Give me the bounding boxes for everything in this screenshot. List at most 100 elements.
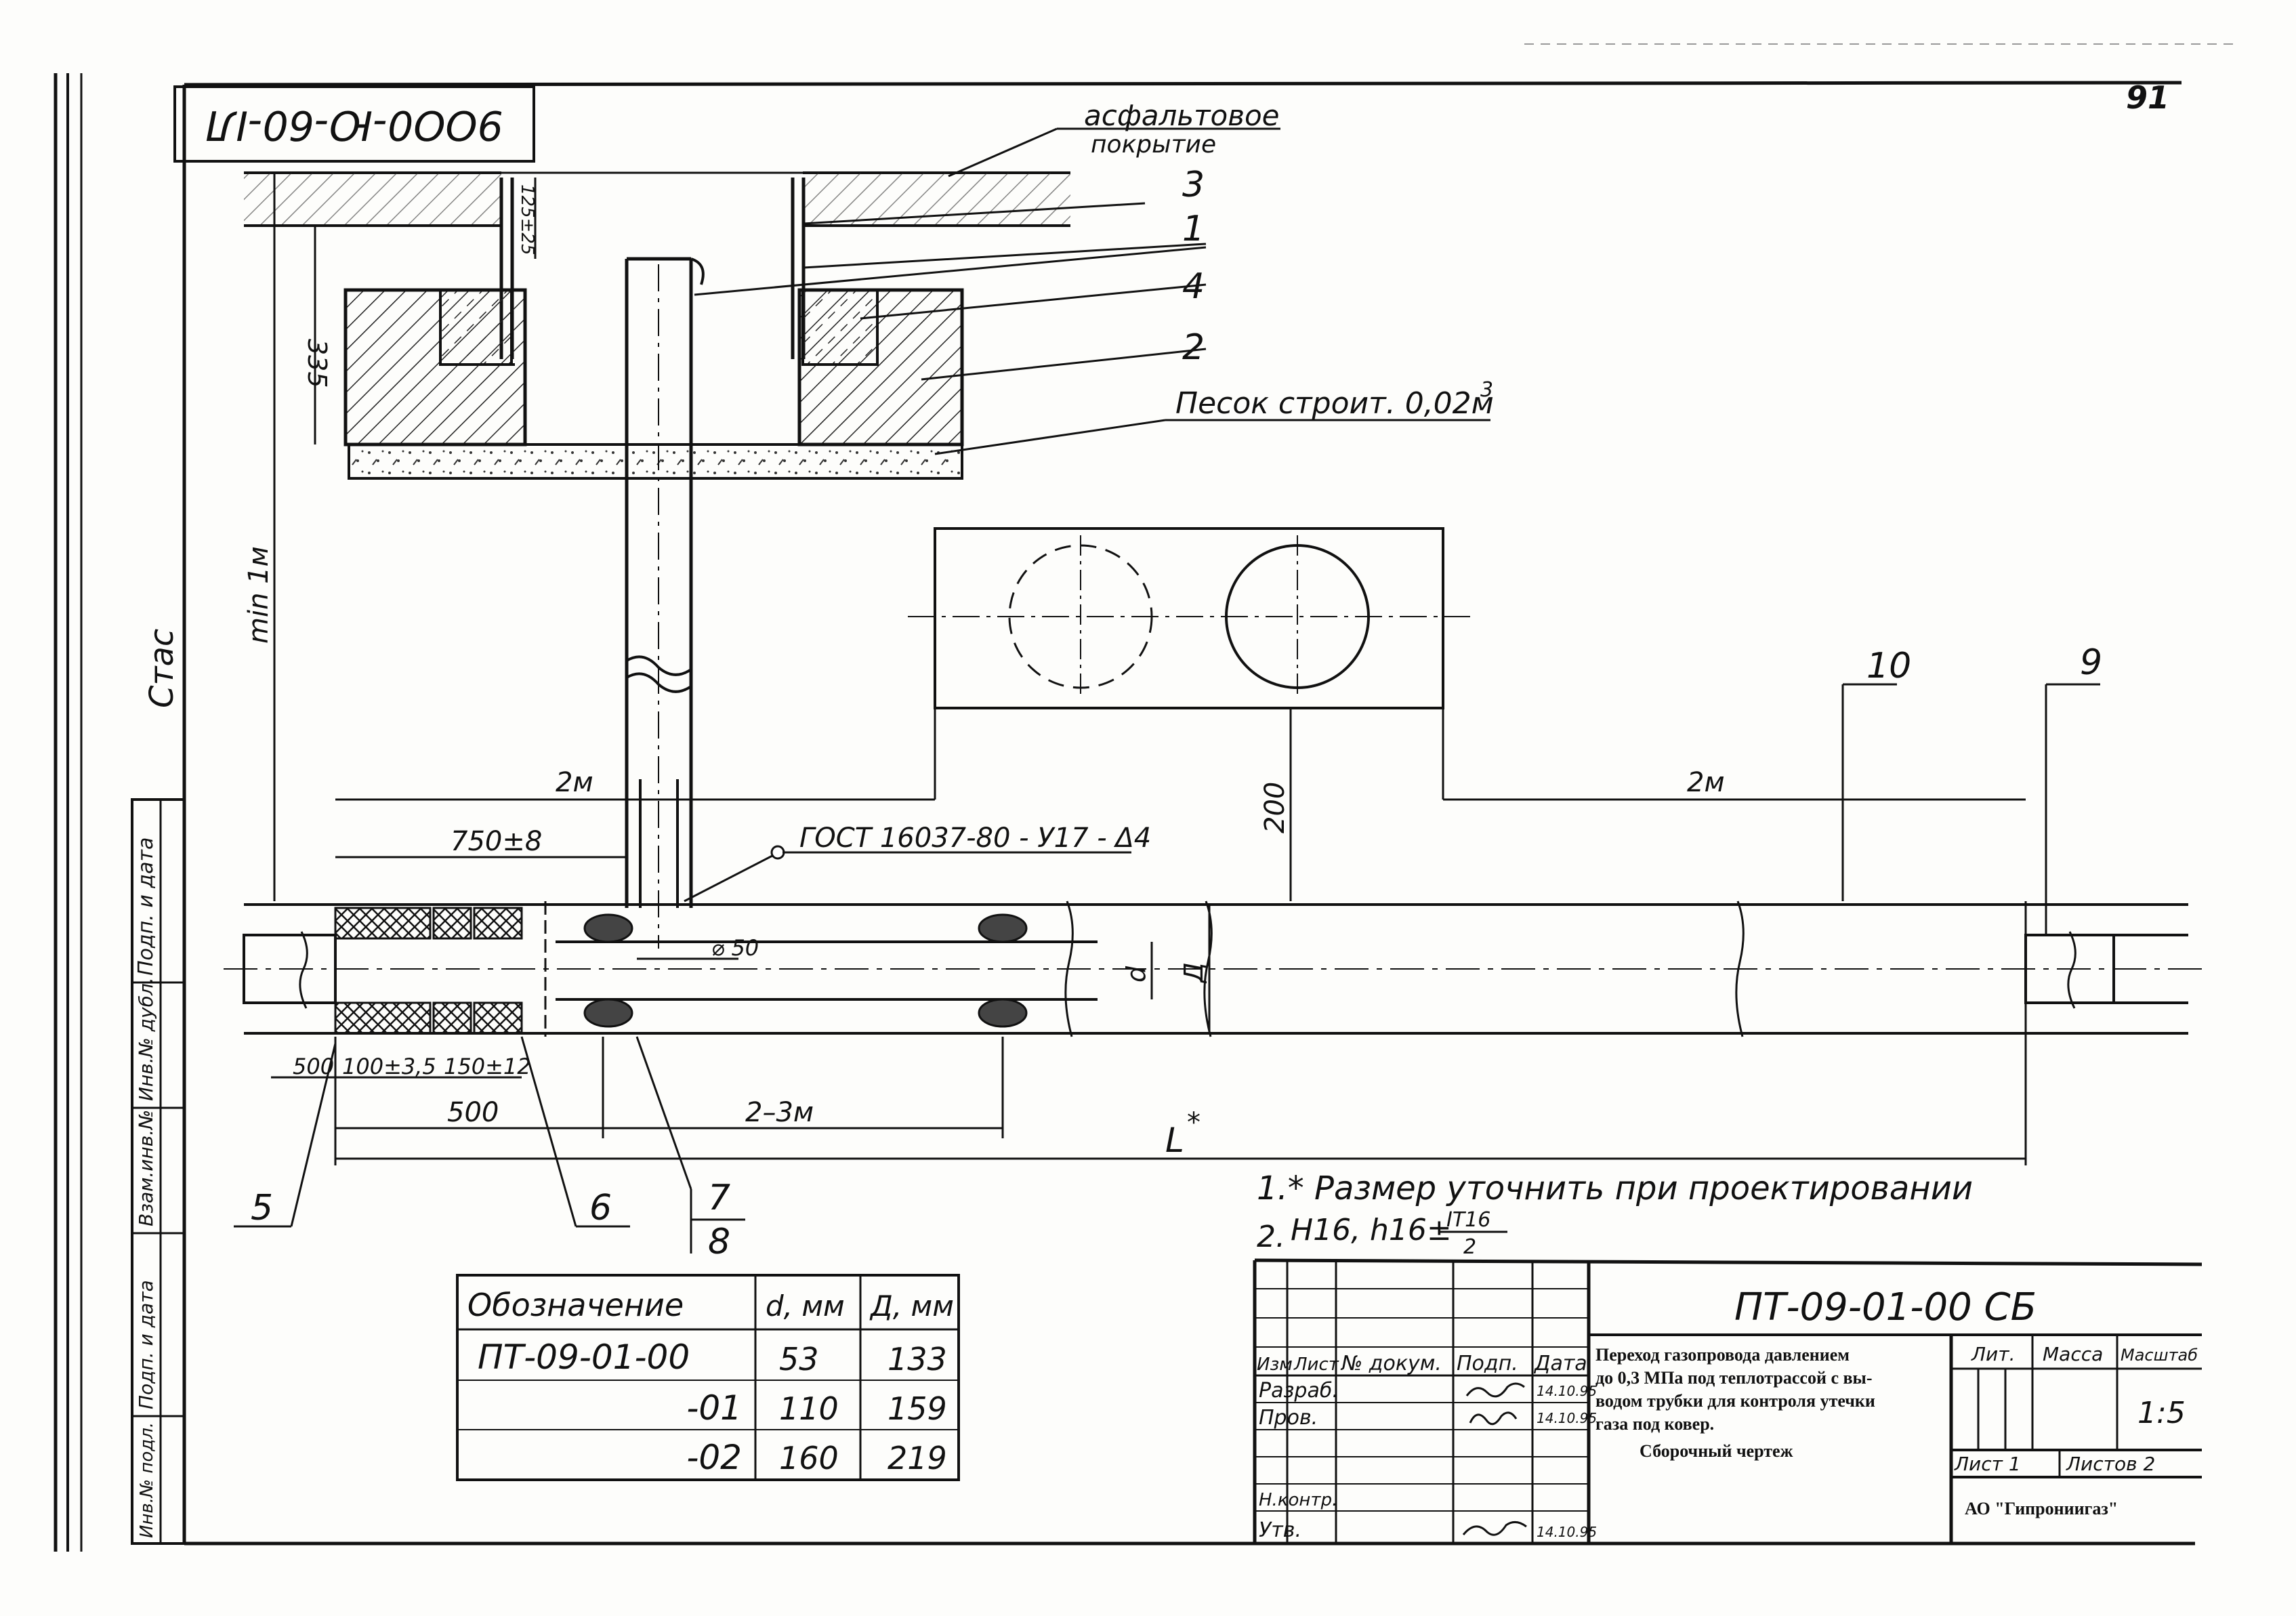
dim-2-3m: 2–3м bbox=[745, 1097, 814, 1128]
binding-label-5: Инв.№ подл. bbox=[137, 1422, 157, 1538]
tb-role-norm: Н.контр. bbox=[1259, 1490, 1337, 1510]
spec-row-1-D: 133 bbox=[888, 1341, 947, 1377]
spec-row-3-D: 219 bbox=[888, 1440, 947, 1476]
title-block: Изм Лист № докум. Подп. Дата Разраб. Про… bbox=[1253, 1258, 2203, 1544]
callout-10: 10 bbox=[1866, 646, 1911, 686]
ground-section bbox=[244, 171, 1070, 359]
sand-exp: 3 bbox=[1480, 378, 1493, 402]
dim-L: L bbox=[1165, 1121, 1184, 1160]
tb-mass-label: Масса bbox=[2043, 1343, 2103, 1365]
spec-header-designation: Обозначение bbox=[467, 1287, 684, 1323]
callout-3: 3 bbox=[1182, 165, 1205, 205]
drawing-labels: асфальтовое покрытие 3 1 4 2 10 9 5 6 7 … bbox=[243, 99, 2102, 1262]
tb-title-line-4: газа под ковер. bbox=[1595, 1414, 1714, 1434]
tb-col-doc: № докум. bbox=[1340, 1352, 1442, 1375]
note-2-num: IT16 bbox=[1446, 1208, 1490, 1232]
dim-L-star: * bbox=[1187, 1107, 1201, 1138]
callout-4: 4 bbox=[1182, 266, 1205, 307]
spec-header-D: Д, мм bbox=[869, 1289, 954, 1323]
dim-125: 125±25 bbox=[517, 184, 537, 255]
surface-label-1: асфальтовое bbox=[1084, 99, 1280, 132]
tb-title-line-3: водом трубки для контроля утечки bbox=[1595, 1391, 1875, 1411]
weld-label: ГОСТ 16037-80 - У17 - Δ4 bbox=[799, 823, 1151, 854]
tb-scale-value: 1:5 bbox=[2137, 1396, 2186, 1430]
spec-row-2-code: -01 bbox=[686, 1388, 742, 1428]
dim-335: 335 bbox=[302, 339, 332, 388]
callout-2: 2 bbox=[1182, 327, 1205, 368]
dim-2m-left: 2м bbox=[556, 767, 593, 798]
signature-check bbox=[1469, 1411, 1518, 1426]
dim-2m-right: 2м bbox=[1687, 767, 1725, 798]
sand-label: Песок строит. 0,02м bbox=[1175, 386, 1494, 421]
dim-500a: 500 bbox=[293, 1054, 334, 1079]
spec-row-2-d: 110 bbox=[779, 1390, 839, 1427]
tb-date-3: 14.10.95 bbox=[1537, 1524, 1597, 1540]
dim-750: 750±8 bbox=[451, 826, 542, 857]
tb-date-1: 14.10.95 bbox=[1537, 1383, 1597, 1399]
dim-D: Д bbox=[1179, 962, 1209, 984]
section-view bbox=[908, 527, 1470, 800]
binding-label-2: Инв.№ дубл. bbox=[135, 977, 157, 1101]
note-2-den: 2 bbox=[1463, 1235, 1476, 1259]
spec-row-3-d: 160 bbox=[779, 1440, 839, 1476]
code-stamp: 9ОО0-Ю-60-ІЛ bbox=[173, 85, 535, 163]
tb-col-sign: Подп. bbox=[1457, 1352, 1518, 1375]
callout-1: 1 bbox=[1182, 209, 1205, 249]
tb-sheets: Листов 2 bbox=[2066, 1453, 2155, 1475]
binding-label-3: Взам.инв.№ bbox=[135, 1110, 157, 1226]
dimension-lines bbox=[271, 173, 2027, 1165]
surface-label-2: покрытие bbox=[1091, 131, 1216, 159]
seals bbox=[334, 907, 1028, 1035]
binding-strip: Подп. и дата Инв.№ дубл. Взам.инв.№ Подп… bbox=[131, 798, 186, 1545]
note-1: 1.* Размер уточнить при проектировании bbox=[1257, 1169, 1973, 1207]
callout-9: 9 bbox=[2080, 642, 2102, 683]
callout-5: 5 bbox=[251, 1188, 273, 1228]
tb-lit-label: Лит. bbox=[1971, 1343, 2015, 1365]
tb-col-date: Дата bbox=[1533, 1352, 1587, 1375]
callout-8: 8 bbox=[708, 1222, 730, 1262]
note-2-prefix: 2. bbox=[1257, 1220, 1285, 1254]
main-pipes bbox=[224, 900, 2209, 1037]
binding-lines bbox=[54, 73, 83, 1552]
tb-scale-label: Масштаб bbox=[2121, 1346, 2198, 1365]
tb-col-izm: Изм bbox=[1257, 1354, 1293, 1375]
signature-approve bbox=[1462, 1521, 1527, 1536]
tb-role-dev: Разраб. bbox=[1259, 1379, 1339, 1403]
leader-lines bbox=[234, 127, 2100, 1254]
dim-150: 150±12 bbox=[444, 1054, 531, 1079]
rotated-code: 9ОО0-Ю-60-ІЛ bbox=[205, 101, 503, 148]
dim-50: ⌀ 50 bbox=[711, 935, 759, 961]
tb-col-list: Лист bbox=[1293, 1354, 1339, 1375]
callout-6: 6 bbox=[589, 1188, 612, 1228]
spec-row-3-code: -02 bbox=[686, 1438, 742, 1477]
spec-row-1-code: ПТ-09-01-00 bbox=[478, 1338, 690, 1377]
tb-role-check: Пров. bbox=[1259, 1406, 1318, 1430]
dim-200: 200 bbox=[1259, 782, 1291, 833]
tb-date-2: 14.10.95 bbox=[1537, 1410, 1597, 1426]
base-blocks bbox=[343, 288, 964, 480]
dim-100: 100±3,5 bbox=[342, 1054, 436, 1079]
spec-header-d: d, мм bbox=[766, 1289, 845, 1323]
tb-subtitle: Сборочный чертеж bbox=[1640, 1441, 1793, 1461]
page-number: 91 bbox=[2126, 79, 2169, 116]
dim-500b: 500 bbox=[447, 1097, 499, 1128]
spec-row-2-D: 159 bbox=[888, 1390, 947, 1427]
callout-7: 7 bbox=[708, 1178, 730, 1218]
tb-role-approve: Утв. bbox=[1259, 1518, 1301, 1542]
tb-doc-code: ПТ-09-01-00 СБ bbox=[1734, 1285, 2037, 1329]
control-pipe bbox=[625, 257, 705, 949]
notes: 1.* Размер уточнить при проектировании 2… bbox=[1257, 1169, 1973, 1259]
spec-table: Обозначение d, мм Д, мм ПТ-09-01-00 53 1… bbox=[456, 1274, 960, 1481]
spec-row-1-d: 53 bbox=[779, 1341, 819, 1377]
tb-sheet: Лист 1 bbox=[1954, 1453, 2021, 1475]
margin-initials: Стас bbox=[143, 629, 181, 708]
tb-title-line-2: до 0,3 МПа под теплотрассой с вы- bbox=[1595, 1368, 1872, 1388]
tb-org: АО "Гипрониигаз" bbox=[1965, 1499, 2118, 1518]
note-2-text: Н16, h16± bbox=[1291, 1213, 1452, 1247]
signature-dev bbox=[1465, 1382, 1525, 1398]
dim-d: d bbox=[1121, 966, 1151, 982]
tb-title-line-1: Переход газопровода давлением bbox=[1595, 1345, 1850, 1365]
binding-label-4: Подп. и дата bbox=[135, 1280, 157, 1409]
